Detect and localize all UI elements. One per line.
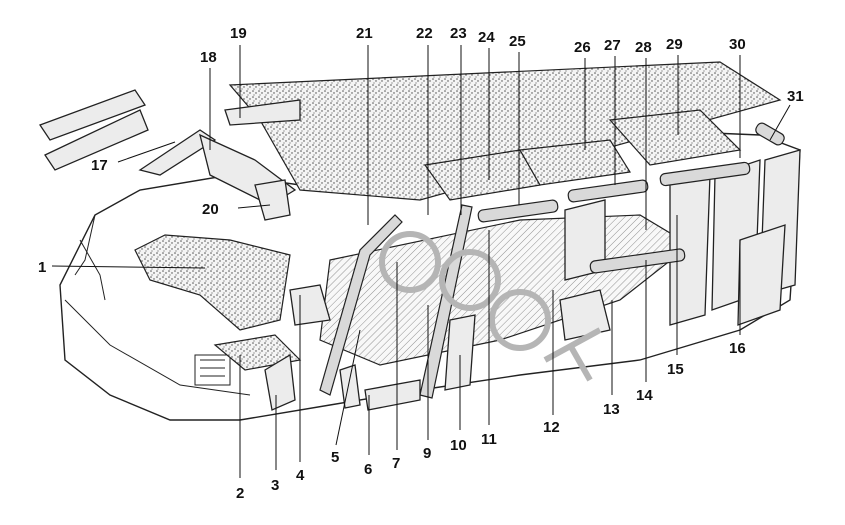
callout-24: 24 — [478, 29, 495, 46]
callout-28: 28 — [635, 39, 652, 56]
callout-6: 6 — [364, 461, 372, 478]
callout-25: 25 — [509, 33, 526, 50]
callout-21: 21 — [356, 25, 373, 42]
callout-20: 20 — [202, 201, 219, 218]
engine-cover-1 — [134, 234, 291, 331]
pillar-trim-21 — [319, 214, 403, 396]
callout-26: 26 — [574, 39, 591, 56]
watermark-logo — [379, 231, 602, 382]
callout-1: 1 — [38, 259, 46, 276]
callout-30: 30 — [729, 36, 746, 53]
callout-9: 9 — [423, 445, 431, 462]
leader-lines — [51, 45, 791, 478]
callout-4: 4 — [296, 467, 305, 484]
dash-parts — [39, 89, 301, 221]
callout-18: 18 — [200, 49, 217, 66]
callout-10: 10 — [450, 437, 467, 454]
callout-11: 11 — [481, 431, 497, 448]
rear-side-panels — [564, 149, 801, 326]
callout-27: 27 — [604, 37, 621, 54]
trim-strips — [477, 122, 785, 274]
callout-22: 22 — [416, 25, 433, 42]
callout-19: 19 — [230, 25, 247, 42]
callout-2: 2 — [236, 485, 244, 502]
callout-29: 29 — [666, 36, 683, 53]
callout-14: 14 — [636, 387, 653, 404]
callout-15: 15 — [667, 361, 684, 378]
callout-13: 13 — [603, 401, 620, 418]
roof-pads — [423, 109, 742, 201]
callout-16: 16 — [729, 340, 746, 357]
callout-7: 7 — [392, 455, 400, 472]
callout-12: 12 — [543, 419, 560, 436]
callout-23: 23 — [450, 25, 467, 42]
callout-labels: 1 2 3 4 5 6 7 9 10 11 12 13 14 15 16 17 … — [38, 25, 804, 502]
callout-3: 3 — [271, 477, 279, 494]
callout-31: 31 — [787, 88, 804, 105]
callout-17: 17 — [91, 157, 108, 174]
callout-5: 5 — [331, 449, 339, 466]
